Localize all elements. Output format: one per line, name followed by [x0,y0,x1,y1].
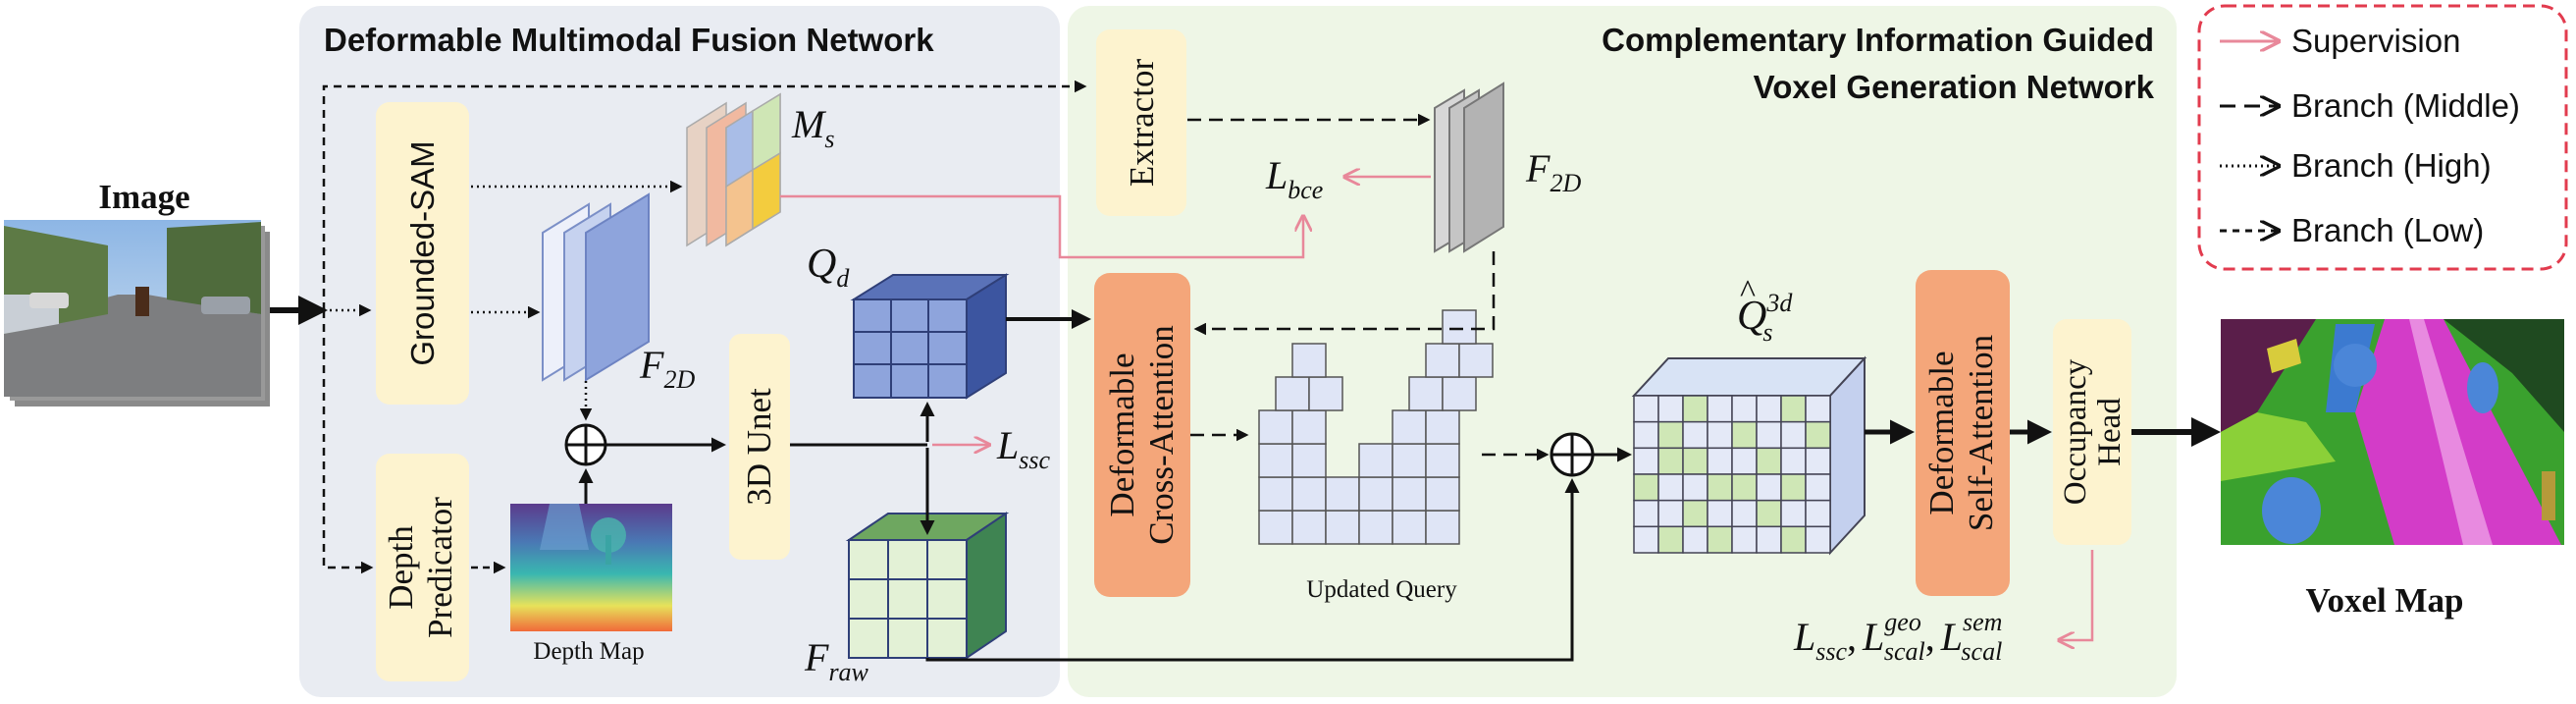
feature-maps-f2d-left [542,192,650,382]
qd-symbol: Qd [807,242,850,293]
fraw-symbol: Fraw [804,635,869,686]
legend-branch-low: Branch (Low) [2291,212,2484,248]
extractor-label: Extractor [1123,59,1161,188]
self-attention-label-1: Deformable [1922,351,1961,514]
self-attention-module: Deformable Self-Attention [1916,270,2010,596]
voxel-map-label: Voxel Map [2305,581,2463,620]
occupancy-label-2: Head [2092,398,2128,466]
right-panel-title-line1: Complementary Information Guided [1602,22,2154,58]
lssc-symbol: Lssc [996,423,1050,474]
right-panel [1068,6,2177,697]
feature-maps-f2d-right [1434,81,1504,253]
fusion-plus-node-right [1550,432,1595,477]
image-label: Image [98,178,189,216]
input-image [4,220,270,406]
raw-feature-cube-fraw [845,512,1010,660]
depth-predictor-label-2: Predicator [421,497,459,638]
extractor-module: Extractor [1096,29,1186,216]
updated-query-voxels [1258,309,1494,545]
connections [322,80,2221,662]
unet-label: 3D Unet [740,388,778,506]
depth-predictor-label-1: Depth [382,525,420,610]
f2d-right-symbol: F2D [1525,146,1581,197]
grounded-sam-module: Grounded-SAM [376,102,469,405]
f2d-left-symbol: F2D [639,343,695,394]
depth-map-image [510,504,672,631]
voxel-map-output [2221,319,2564,545]
legend-supervision: Supervision [2291,23,2460,59]
right-panel-title-line2: Voxel Generation Network [1754,69,2155,105]
left-panel-title: Deformable Multimodal Fusion Network [324,22,934,58]
depth-map-caption: Depth Map [533,638,644,665]
updated-query-caption: Updated Query [1306,576,1457,603]
fusion-plus-node-left [564,423,607,466]
qs3d-hat: ^ [1740,274,1756,310]
legend: Supervision Branch (Middle) Branch (High… [2197,4,2568,271]
cross-attention-label-1: Deformable [1103,352,1141,516]
occupancy-head-module: Occupancy Head [2053,319,2131,545]
depth-predictor-module: Depth Predicator [376,454,469,681]
unet-module: 3D Unet [729,334,790,560]
query-cube-qd [850,273,1010,400]
cross-attention-label-2: Cross-Attention [1142,325,1181,545]
occupancy-label-1: Occupancy [2058,358,2093,505]
grounded-sam-label: Grounded-SAM [404,140,441,365]
lbce-symbol: Lbce [1265,153,1323,204]
mask-maps-ms [686,92,781,247]
self-attention-label-2: Self-Attention [1962,335,2000,531]
legend-branch-middle: Branch (Middle) [2291,87,2520,124]
ms-symbol: Ms [791,102,834,153]
legend-branch-high: Branch (High) [2291,147,2492,184]
semantic-query-cube-qs3d [1631,355,1867,556]
left-panel [299,6,1060,697]
cross-attention-module: Deformable Cross-Attention [1094,273,1190,597]
